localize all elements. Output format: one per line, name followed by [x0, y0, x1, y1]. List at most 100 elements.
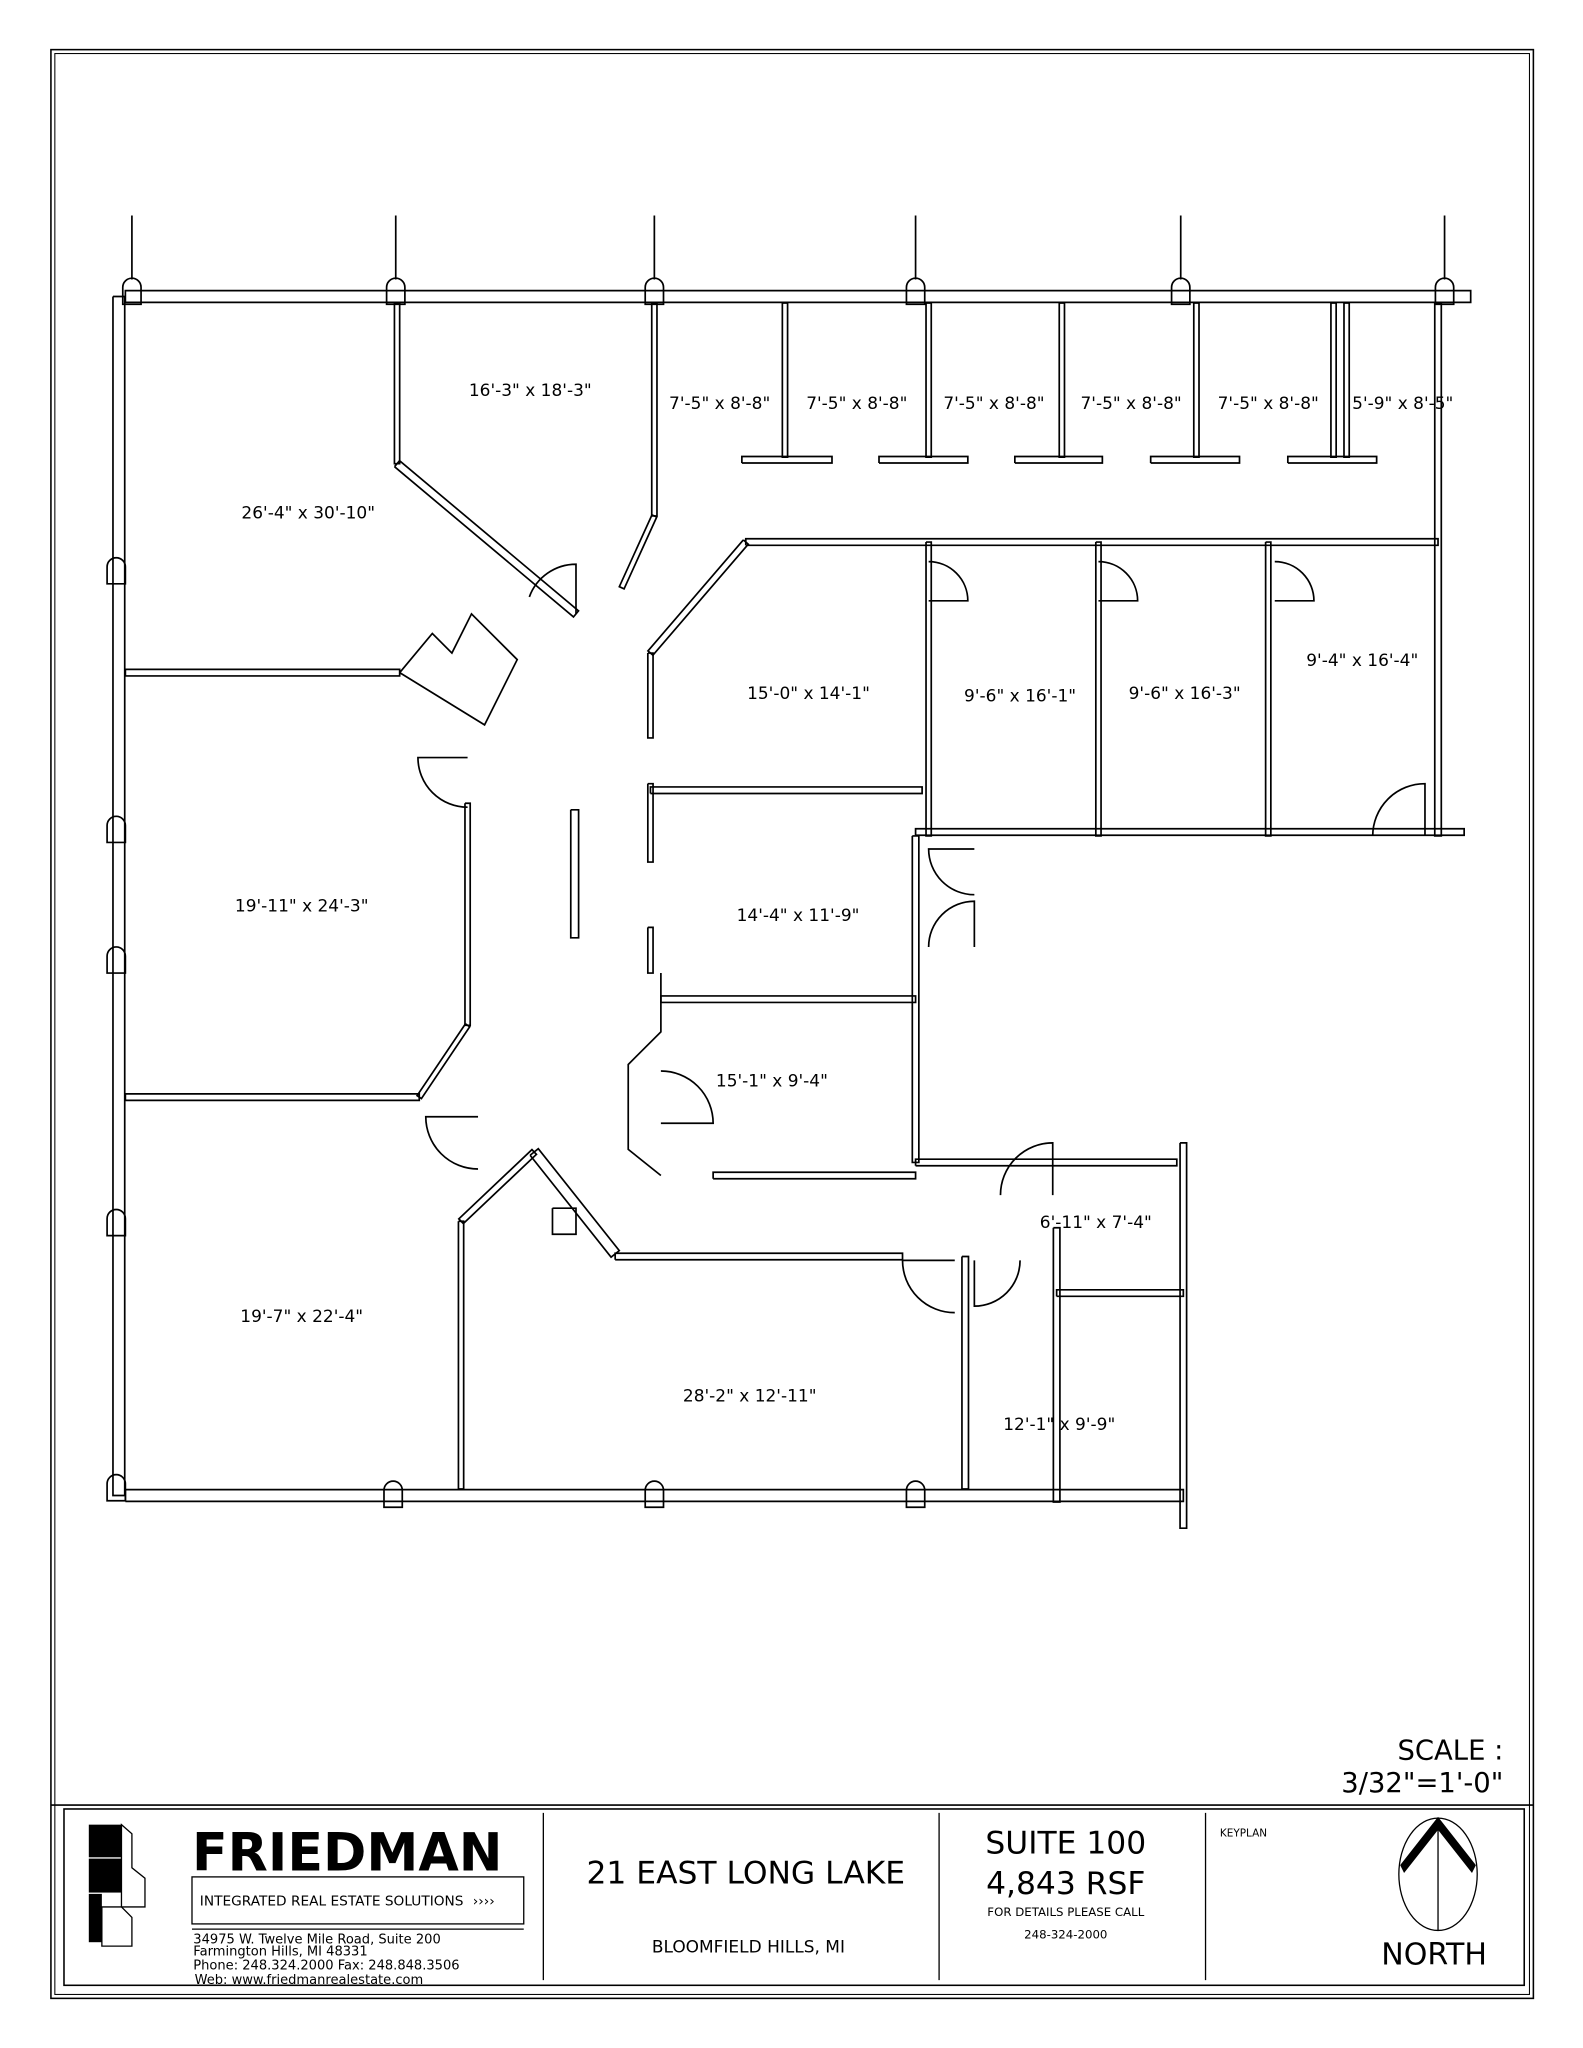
svg-text:FRIEDMAN: FRIEDMAN [192, 1823, 503, 1883]
sheet-border [50, 48, 1535, 2000]
room-dimension-label: 19'-11" x 24'-3" [235, 897, 369, 917]
partition [569, 808, 580, 939]
room-dimension-label: 7'-5" x 8'-8" [1218, 394, 1319, 414]
column [106, 946, 127, 974]
wall [649, 786, 923, 795]
wall [614, 1252, 904, 1261]
wall [124, 1093, 421, 1102]
door-swing [528, 563, 577, 614]
room-dimension-label: 15'-0" x 14'-1" [747, 684, 870, 704]
wall [925, 302, 933, 458]
room-dimension-label: 28'-2" x 12'-11" [683, 1386, 817, 1406]
svg-text:INTEGRATED REAL ESTATE SOLUTIO: INTEGRATED REAL ESTATE SOLUTIONS [200, 1894, 464, 1910]
property-address: 21 EAST LONG LAKE [586, 1855, 905, 1891]
svg-text:Farmington Hills, MI 48331: Farmington Hills, MI 48331 [193, 1944, 367, 1959]
wall [124, 668, 401, 677]
wall [112, 295, 126, 1497]
wall [911, 835, 920, 1164]
door-swing [1274, 560, 1315, 602]
wall [1179, 1142, 1188, 1530]
wall [1433, 302, 1443, 837]
column [383, 1480, 404, 1509]
door-swing [424, 1115, 479, 1170]
wall [1192, 302, 1200, 458]
wall [646, 652, 654, 739]
door-swing [1098, 560, 1139, 602]
room-dimension-label: 26'-4" x 30'-10" [241, 504, 375, 524]
wall [1343, 302, 1351, 458]
scale-label: SCALE : [1398, 1735, 1504, 1766]
column [106, 1473, 127, 1502]
wall [961, 1255, 970, 1490]
door-swing [973, 1260, 1021, 1307]
closet [399, 612, 519, 727]
wall [529, 1147, 621, 1259]
wall [712, 1171, 917, 1180]
wall [781, 302, 789, 458]
wall [457, 1220, 465, 1490]
room-dimension-label: 19'-7" x 22'-4" [240, 1307, 363, 1327]
column [905, 277, 926, 306]
friedman-logo: FRIEDMAN INTEGRATED REAL ESTATE SOLUTION… [88, 1823, 525, 1988]
wall [646, 782, 654, 863]
wall [1149, 455, 1241, 464]
room-dimension-label: 7'-5" x 8'-8" [669, 394, 770, 414]
floor-plan-walls [106, 215, 1472, 1530]
keyplan-label: KEYPLAN [1220, 1827, 1267, 1839]
room-dimension-label: 6'-11" x 7'-4" [1040, 1213, 1152, 1233]
room-dimension-label: 15'-1" x 9'-4" [716, 1072, 828, 1092]
sink [551, 1207, 577, 1236]
svg-text:Phone: 248.324.2000 Fax: 24: Phone: 248.324.2000 Fax: 248.848.3506 [193, 1959, 459, 1974]
wall [627, 973, 662, 1177]
column [106, 815, 127, 844]
wall [415, 1023, 471, 1100]
wall [741, 455, 833, 464]
wall [1264, 541, 1272, 837]
suite-name: SUITE 100 [985, 1825, 1146, 1861]
door-swing [927, 900, 976, 947]
room-dimension-label: 7'-5" x 8'-8" [943, 394, 1044, 414]
wall [124, 1488, 1185, 1503]
room-dimension-label: 7'-5" x 8'-8" [806, 394, 907, 414]
wall [744, 537, 1439, 547]
wall [393, 459, 580, 619]
scale-value: 3/32"=1'-0" [1341, 1768, 1503, 1799]
door-swing [999, 1142, 1054, 1196]
door-swing [928, 560, 969, 602]
room-dimension-label: 7'-5" x 8'-8" [1080, 394, 1181, 414]
wall [646, 926, 654, 974]
suite-area: 4,843 RSF [986, 1866, 1145, 1902]
wall [660, 995, 917, 1004]
svg-text:34975 W. Twelve Mile Road, Sui: 34975 W. Twelve Mile Road, Suite 200 [193, 1933, 440, 1948]
wall [1052, 1226, 1061, 1503]
wall [925, 541, 933, 837]
wall [1330, 302, 1338, 458]
svg-text:››››: ›››› [473, 1894, 495, 1910]
column [644, 277, 665, 306]
wall [393, 302, 401, 465]
wall [1013, 455, 1104, 464]
wall [457, 1148, 538, 1225]
column [644, 1480, 665, 1509]
room-dimension-label: 14'-4" x 11'-9" [737, 906, 860, 926]
wall [1286, 455, 1378, 464]
wall [1055, 1288, 1185, 1298]
room-labels: 16'-3" x 18'-3" 7'-5" x 8'-8" 7'-5" x 8'-8… [235, 381, 1453, 1435]
wall [878, 455, 969, 464]
door-swing [901, 1259, 955, 1314]
column [385, 277, 406, 306]
room-dimension-label: 5'-9" x 8'-5" [1352, 394, 1453, 414]
column [1170, 277, 1191, 306]
door-swing [660, 1070, 714, 1125]
property-city: BLOOMFIELD HILLS, MI [652, 1938, 845, 1958]
door-swing [1371, 782, 1426, 836]
column [1434, 277, 1455, 306]
room-dimension-label: 16'-3" x 18'-3" [469, 381, 592, 401]
column [121, 277, 142, 306]
north-label: NORTH [1381, 1937, 1487, 1972]
wall [914, 1158, 1178, 1167]
room-dimension-label: 12'-1" x 9'-9" [1003, 1415, 1115, 1435]
wall [914, 827, 1466, 837]
north-arrow-icon [1398, 1816, 1478, 1932]
